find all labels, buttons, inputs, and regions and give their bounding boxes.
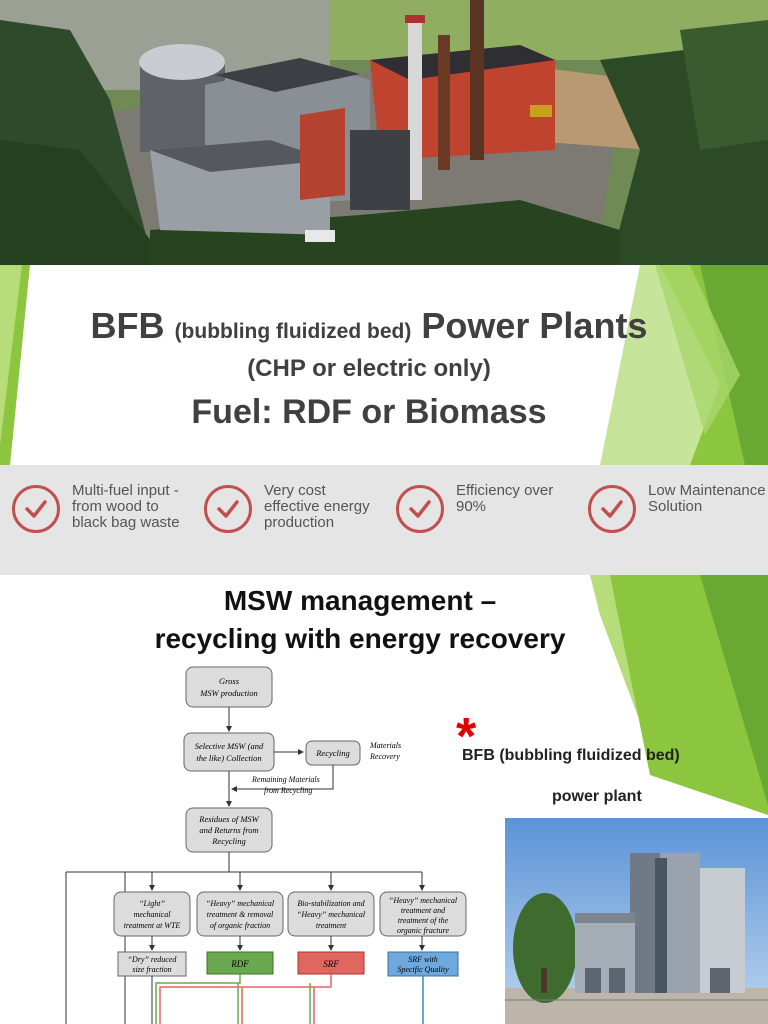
residues-line-1: Residues of MSW — [198, 814, 259, 824]
heavy-line-1: “Heavy” mechanical — [206, 899, 275, 908]
green-decor-shapes-msw — [590, 575, 768, 1024]
title-line-1: BFB (bubbling fluidized bed) Power Plant… — [30, 305, 708, 347]
bfb-caption-line-2: power plant — [552, 788, 642, 805]
remaining-line-2: from Recycling — [264, 786, 312, 795]
srf-label: SRF — [323, 959, 339, 969]
bfb-plant-photo — [505, 818, 768, 1024]
collection-line-1: Selective MSW (and — [195, 741, 264, 751]
msw-title-line-2: recycling with energy recovery — [154, 623, 566, 654]
recycling-label: Recycling — [315, 748, 350, 758]
box-dry-fraction — [117, 951, 187, 977]
check-circle-icon — [588, 485, 636, 533]
heavy2-line-3: treatment of the — [398, 916, 449, 925]
gross-line-1: Gross — [219, 676, 240, 686]
dry-line-2: size fraction — [132, 965, 171, 974]
heavy-line-3: of organic fraction — [210, 921, 270, 930]
feature-item-cost-effective: Very cost effective energy production — [192, 483, 382, 563]
srfq-line-2: Specific Quality — [397, 965, 449, 974]
title-power-plants: Power Plants — [421, 305, 648, 346]
bfb-plant-illustration — [505, 818, 768, 1024]
residues-line-2: and Returns from — [199, 825, 258, 835]
feature-text: Low Maintenance Solution — [648, 482, 766, 515]
light-line-1: “Light” — [139, 899, 165, 908]
feature-text: Efficiency over 90% — [456, 482, 554, 515]
bio-line-1: Bio-stabilization and — [297, 899, 365, 908]
box-heavy-organic — [379, 891, 467, 937]
materials-line-1: Materials — [369, 741, 401, 750]
residues-line-3: Recycling — [211, 836, 246, 846]
dry-line-1: “Dry” reduced — [128, 955, 178, 964]
light-line-2: mechanical — [134, 910, 172, 919]
title-slide: BFB (bubbling fluidized bed) Power Plant… — [0, 265, 768, 465]
feature-item-multi-fuel: Multi-fuel input - from wood to black ba… — [0, 483, 190, 563]
aerial-plant-photo — [0, 0, 768, 265]
check-circle-icon — [396, 485, 444, 533]
feature-text: Multi-fuel input - from wood to black ba… — [72, 482, 180, 531]
feature-item-low-maintenance: Low Maintenance Solution — [576, 483, 766, 563]
bio-line-2: “Heavy” mechanical — [297, 910, 366, 919]
msw-title-line-1: MSW management – — [223, 585, 497, 616]
feature-text: Very cost effective energy production — [264, 482, 370, 531]
heavy2-line-1: “Heavy” mechanical — [389, 896, 458, 905]
title-bfb-subtitle: (bubbling fluidized bed) — [174, 320, 412, 343]
msw-slide: MSW management – recycling with energy r… — [0, 575, 768, 1024]
title-line-3: Fuel: RDF or Biomass — [191, 393, 547, 431]
box-selective-collection — [183, 732, 275, 772]
collection-line-2: the like) Collection — [196, 753, 261, 763]
srfq-line-1: SRF with — [408, 955, 438, 964]
aerial-plant-illustration — [0, 0, 768, 265]
materials-line-2: Recovery — [369, 752, 400, 761]
msw-flowchart: Gross MSW production Selective MSW (and … — [65, 666, 467, 1024]
check-circle-icon — [12, 485, 60, 533]
gross-line-2: MSW production — [199, 688, 258, 698]
bio-line-3: treatment — [316, 921, 347, 930]
bfb-caption-line-1: BFB (bubbling fluidized bed) — [462, 747, 680, 764]
box-gross-msw — [185, 666, 273, 708]
green-decor-shapes — [0, 265, 768, 465]
feature-item-efficiency: Efficiency over 90% — [384, 483, 574, 563]
heavy2-line-4: organic fracture — [397, 926, 450, 935]
rdf-label: RDF — [230, 959, 249, 969]
light-line-3: treatment at WTE — [124, 921, 181, 930]
check-circle-icon — [204, 485, 252, 533]
remaining-line-1: Remaining Materials — [251, 775, 320, 784]
heavy2-line-2: treatment and — [401, 906, 446, 915]
red-asterisk: * — [456, 708, 477, 766]
title-line-2: (CHP or electric only) — [247, 355, 491, 382]
heavy-line-2: treatment & removal — [207, 910, 274, 919]
features-band: Multi-fuel input - from wood to black ba… — [0, 465, 768, 575]
title-bfb: BFB — [90, 305, 165, 346]
